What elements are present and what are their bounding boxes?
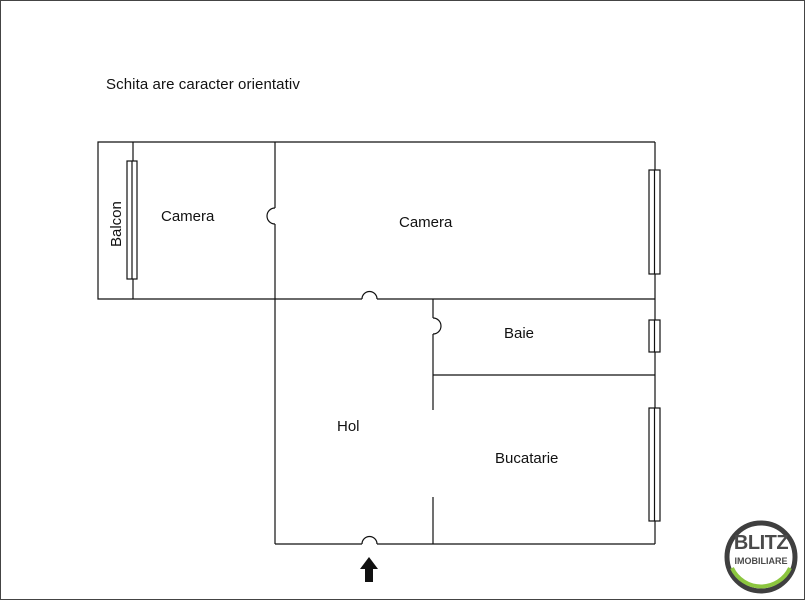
label-camera-large: Camera (399, 214, 453, 231)
door-camera-large (361, 290, 378, 300)
logo-tagline: IMOBILIARE (734, 556, 788, 566)
disclaimer-note: Schita are caracter orientativ (106, 76, 300, 93)
blitz-logo (724, 520, 798, 594)
label-hol: Hol (337, 418, 360, 435)
logo-name: BLITZ (733, 532, 789, 554)
label-camera-small: Camera (161, 208, 215, 225)
doors (266, 207, 442, 545)
label-baie: Baie (504, 325, 534, 342)
windows (126, 160, 661, 522)
door-camera-small (266, 207, 276, 225)
label-balcon: Balcon (108, 201, 125, 247)
door-entrance (361, 535, 378, 545)
door-baie (432, 317, 442, 335)
balcony-outline (97, 141, 133, 300)
label-bucatarie: Bucatarie (495, 450, 558, 467)
entrance-arrow-icon (360, 557, 378, 582)
walls (97, 141, 656, 545)
